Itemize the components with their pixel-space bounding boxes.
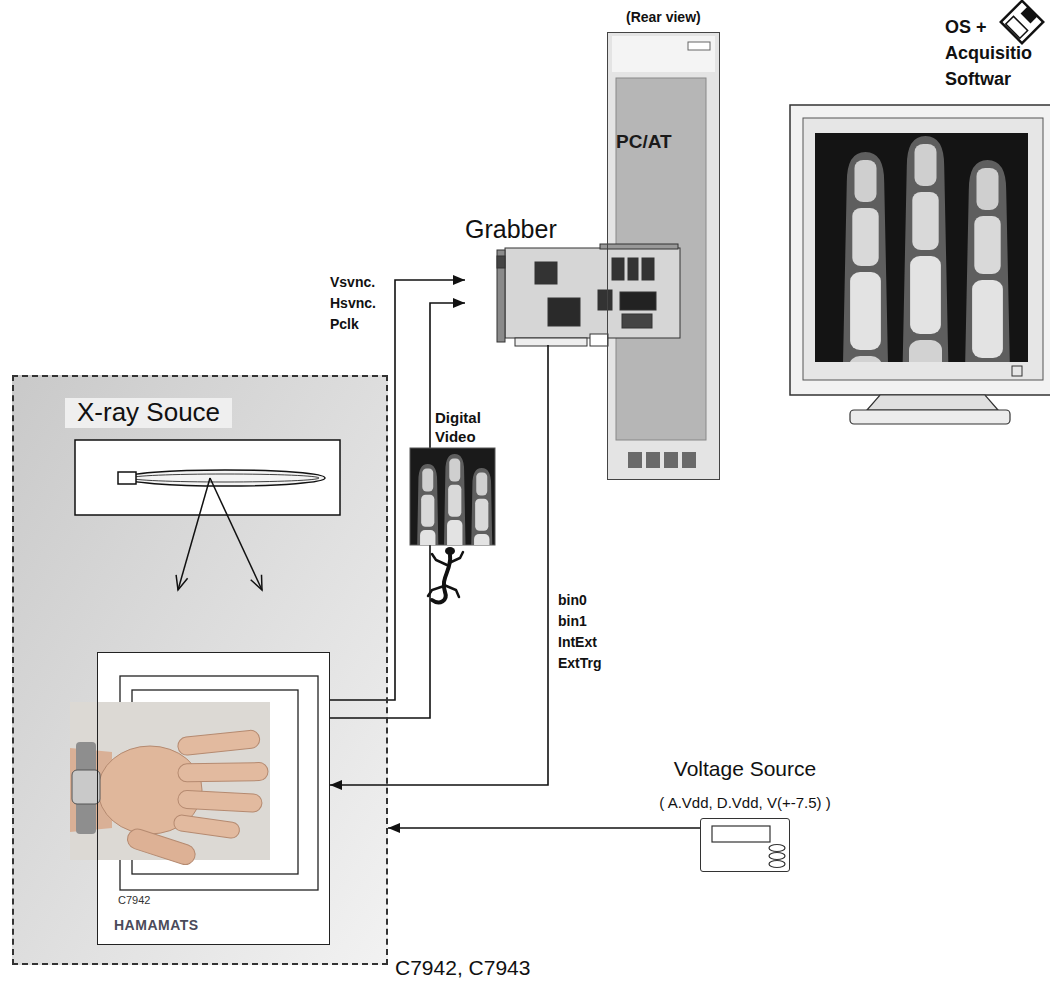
monitor: [790, 105, 1050, 424]
floppy-disk-icon: [1006, 16, 1028, 38]
detector-frames: [97, 652, 330, 945]
grabber-card: [497, 256, 505, 268]
card-title: Grabber: [465, 215, 557, 244]
digital-video-image: [443, 454, 466, 545]
xray-tube: [125, 470, 325, 486]
pc-tower-box: (Rear view)PC/AT: [607, 32, 720, 480]
power-supply-device: [712, 826, 770, 842]
xray-tube: [251, 575, 262, 590]
hand-photo: [178, 790, 263, 812]
pc-tower: [688, 42, 710, 50]
tower-label: PC/AT: [616, 131, 672, 153]
hand-photo: [173, 814, 241, 839]
power-supply-device: [712, 826, 785, 868]
digital-video-image: [416, 454, 493, 545]
gecko-figure: [428, 547, 463, 602]
signal-label: Digital Video: [433, 408, 483, 446]
hand-photo: [125, 826, 198, 867]
detector-frames: [97, 652, 330, 945]
hand-photo: [70, 702, 270, 860]
region-title: X-ray Souce: [65, 398, 232, 428]
floppy-disk-icon: [1021, 6, 1038, 23]
grabber-card: [628, 258, 638, 280]
model-number: C7942: [118, 894, 150, 907]
digital-video-image: [416, 464, 439, 545]
power-supply-device: [769, 853, 785, 860]
power-supply-device: [769, 861, 785, 868]
monitor: [842, 152, 888, 362]
power-supply-device: [769, 845, 785, 852]
signal-label: Vsvnc. Hsvnc. Pclk: [330, 272, 376, 335]
xray-tube: [178, 478, 210, 590]
xray-region-ground: [12, 375, 388, 965]
grabber-card: [642, 258, 654, 280]
hand-photo: [70, 702, 270, 867]
detector-box: C7942HAMAMATS: [97, 652, 330, 945]
floppy-disk-icon: [1001, 1, 1043, 43]
grabber-card: [600, 244, 678, 249]
monitor: [902, 136, 948, 362]
xray-tube: [118, 472, 136, 484]
hand-photo: [178, 762, 268, 782]
grabber-card: [548, 298, 580, 326]
device-title: Voltage Source: [674, 757, 816, 781]
gecko-figure: [432, 555, 450, 602]
gecko-figure: [432, 554, 447, 565]
grabber-card: [598, 290, 612, 310]
monitor: [1012, 366, 1022, 376]
grabber-card: [497, 244, 680, 346]
grabber-card: [497, 250, 505, 342]
digital-video-image: [470, 468, 493, 545]
floppy-disk-icon: [1001, 1, 1043, 43]
grabber-card: [590, 334, 608, 346]
maker-name: HAMAMATS: [114, 917, 199, 933]
connector-arrow: [330, 345, 548, 785]
supply-rails: ( A.Vdd, D.Vdd, V(+-7.5) ): [659, 794, 830, 811]
xray-tube: [75, 440, 340, 515]
grabber-card-box: Grabber: [465, 215, 680, 345]
xray-housing-region: X-ray SouceC7942, C7943C7942HAMAMATS: [12, 375, 388, 965]
xray-region-ground: [12, 375, 388, 965]
xray-tube: [75, 440, 340, 590]
model-caption: C7942, C7943: [395, 956, 530, 980]
monitor: [867, 395, 998, 410]
signal-label: bin0 bin1 IntExt ExtTrg: [558, 590, 602, 674]
software-label: OS + Acquisitio Softwar: [945, 14, 1042, 92]
grabber-card: [505, 248, 680, 338]
digital-video-image: [410, 448, 495, 602]
xray-tube: [210, 478, 262, 590]
hand-photo: [177, 729, 260, 755]
xray-tube: [176, 575, 188, 590]
pc-tower: [646, 452, 660, 468]
pc-tower: [664, 452, 678, 468]
grabber-card: [535, 262, 557, 284]
grabber-card: [622, 314, 652, 328]
gecko-figure: [428, 586, 444, 596]
monitor: [850, 410, 1010, 424]
tower-heading: (Rear view): [626, 9, 701, 25]
monitor: [790, 105, 1050, 395]
gecko-figure: [449, 552, 463, 563]
monitor: [964, 160, 1010, 362]
pc-tower: [682, 452, 696, 468]
xray-tube: [131, 474, 319, 482]
monitor: [842, 136, 1010, 362]
hand-photo: [72, 770, 100, 804]
gecko-figure: [444, 585, 459, 597]
grabber-card: [620, 292, 656, 310]
grabber-card: [612, 258, 624, 280]
grabber-card: [515, 338, 587, 346]
pc-tower: [612, 36, 715, 72]
voltage-source-box: Voltage Source( A.Vdd, D.Vdd, V(+-7.5) ): [700, 818, 790, 872]
pc-tower: [628, 452, 642, 468]
connector-arrow: [388, 827, 700, 829]
